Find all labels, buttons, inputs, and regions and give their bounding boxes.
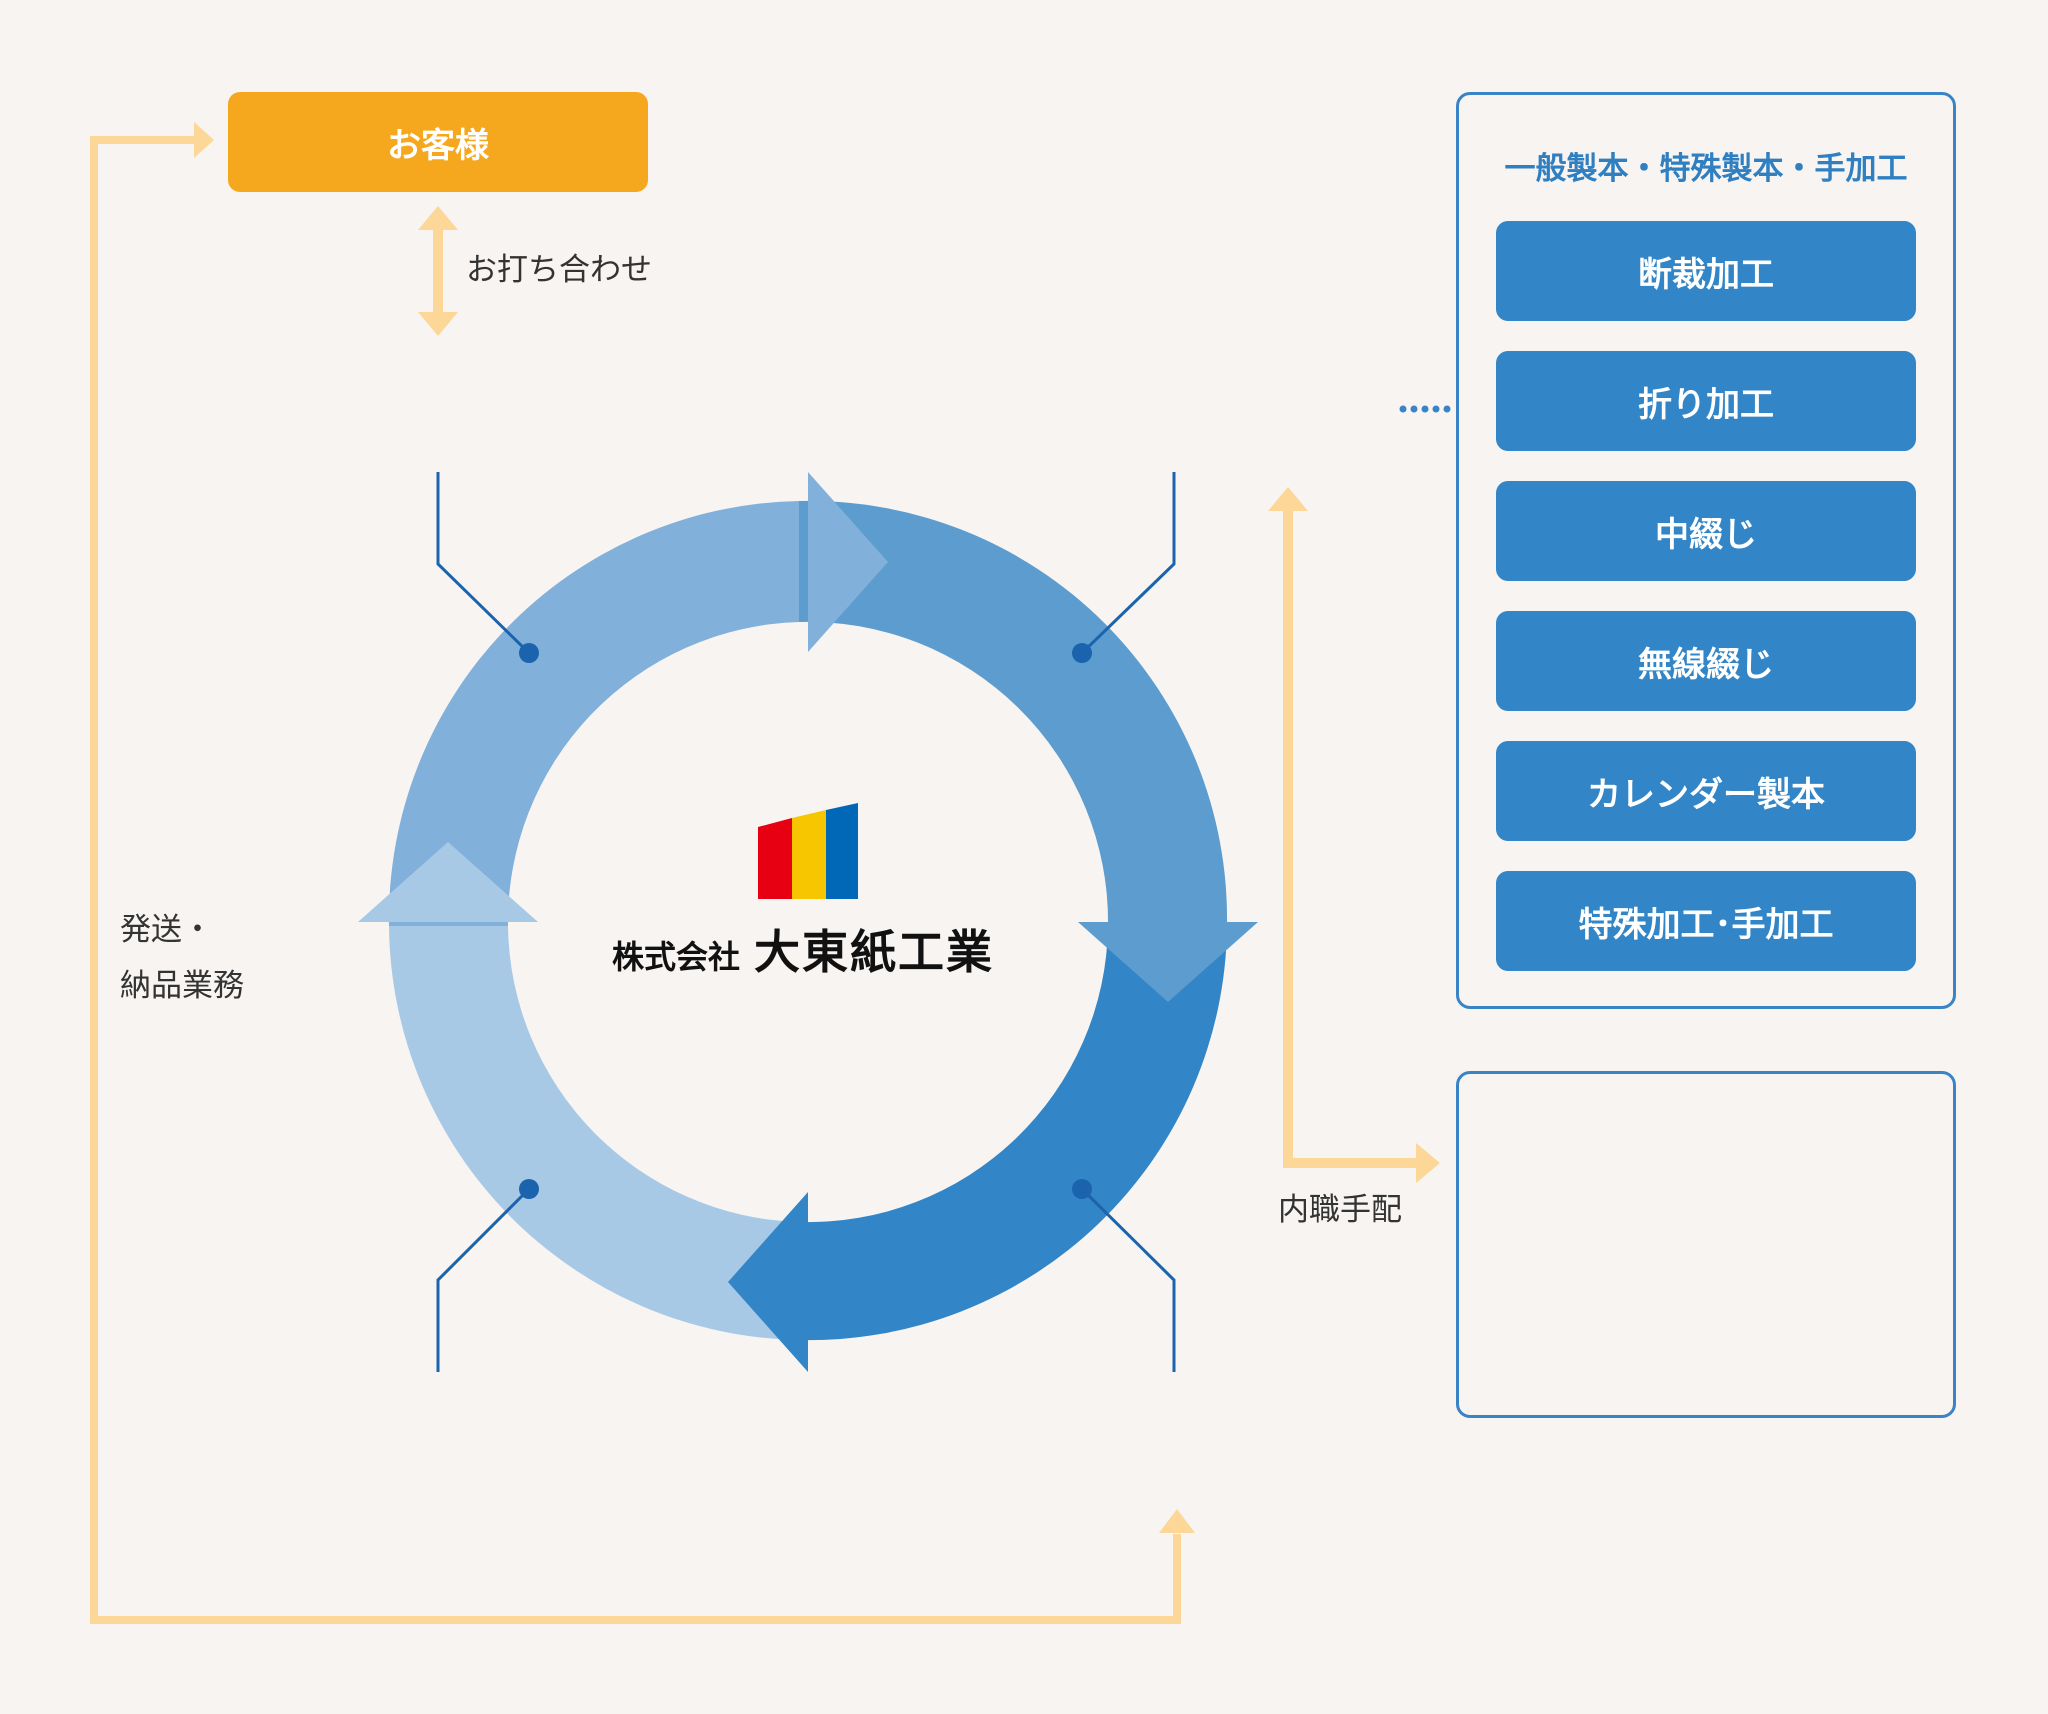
delivery-arrowhead-right <box>194 122 214 158</box>
internal-work-label: 内職手配 <box>1278 1192 1402 1228</box>
service-label: 特殊加工･手加工 <box>1578 904 1834 945</box>
delivery-arrowhead-up <box>1159 1509 1195 1533</box>
callout-leaders <box>436 472 1176 1372</box>
service-button-saddle-stitch[interactable]: 中綴じ <box>1496 481 1916 581</box>
delivery-label: 発送・ 納品業務 <box>120 902 244 1014</box>
internal-work-arrowhead-right <box>1416 1143 1440 1183</box>
cycle-arc-bottom-right <box>799 926 1227 1341</box>
company-prefix: 株式会社 <box>612 938 741 976</box>
service-label: 無線綴じ <box>1638 644 1774 685</box>
service-button-calendar-binding[interactable]: カレンダー製本 <box>1496 741 1916 841</box>
services-panel: 一般製本・特殊製本・手加工 断裁加工 折り加工 中綴じ 無線綴じ カレンダー製本… <box>1456 92 1956 1009</box>
internal-work-connector <box>1283 510 1418 1168</box>
cycle-arrowhead-left <box>358 842 538 922</box>
service-label: 中綴じ <box>1655 514 1757 555</box>
service-list: 断裁加工 折り加工 中綴じ 無線綴じ カレンダー製本 特殊加工･手加工 <box>1496 221 1916 1001</box>
customer-box: お客様 <box>228 92 648 192</box>
service-label: 断裁加工 <box>1638 254 1774 295</box>
company-logo-icon <box>758 803 858 899</box>
delivery-label-line1: 発送・ <box>120 912 213 948</box>
company-name: 株式会社大東紙工業 <box>612 916 994 982</box>
internal-work-arrowhead-up <box>1268 487 1308 511</box>
cycle-arrowhead-top <box>808 472 888 652</box>
service-label: 折り加工 <box>1638 384 1774 425</box>
service-button-special-processing[interactable]: 特殊加工･手加工 <box>1496 871 1916 971</box>
delivery-label-line2: 納品業務 <box>120 968 244 1004</box>
cycle-arc-top-left <box>388 501 799 926</box>
service-button-cutting[interactable]: 断裁加工 <box>1496 221 1916 321</box>
internal-work-panel <box>1456 1071 1956 1418</box>
service-label: カレンダー製本 <box>1587 774 1825 815</box>
consultation-arrowhead-down <box>418 312 458 336</box>
cycle-arrowhead-bottom <box>728 1192 808 1372</box>
services-heading: 一般製本・特殊製本・手加工 <box>1504 151 1908 187</box>
customer-label: お客様 <box>387 125 489 166</box>
dotted-leader <box>1399 405 1451 413</box>
cycle-arc-top-right <box>799 500 1228 926</box>
company-main-name: 大東紙工業 <box>754 925 995 979</box>
cycle-arc-bottom-left <box>389 926 799 1340</box>
callout-dots <box>519 643 1092 1199</box>
service-button-folding[interactable]: 折り加工 <box>1496 351 1916 451</box>
service-button-perfect-binding[interactable]: 無線綴じ <box>1496 611 1916 711</box>
consultation-arrowhead-up <box>418 206 458 230</box>
cycle-arrowhead-right <box>1078 922 1258 1002</box>
delivery-loop-connector <box>90 136 1181 1624</box>
consultation-label: お打ち合わせ <box>466 252 652 288</box>
